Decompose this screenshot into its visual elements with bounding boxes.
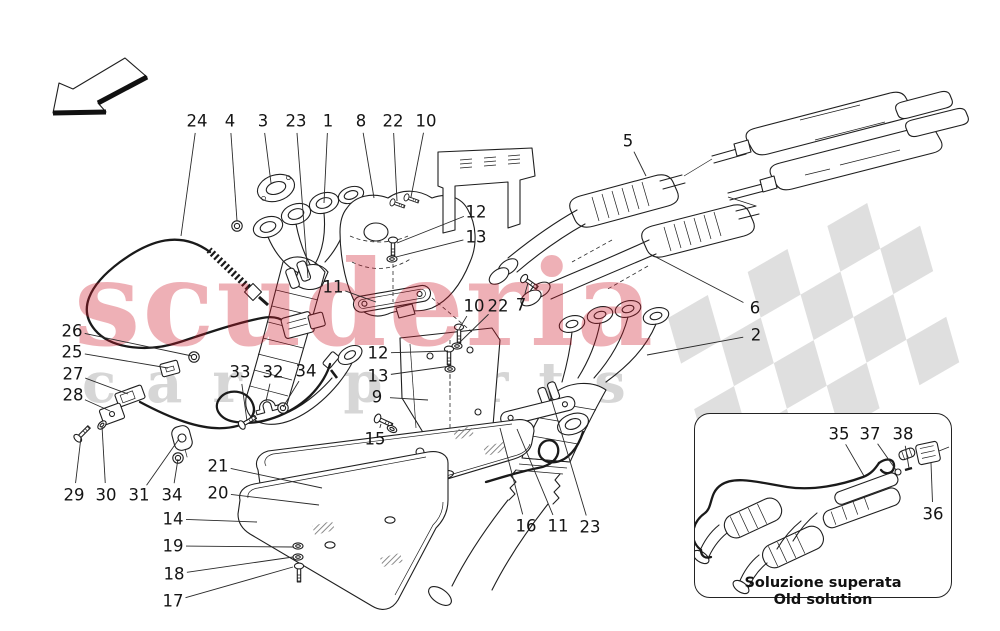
flag-cell <box>827 203 881 272</box>
leader-line-29 <box>75 436 82 484</box>
leader-line-8 <box>362 132 375 199</box>
part-label-18: 18 <box>163 564 185 584</box>
leader-line-17 <box>185 566 294 599</box>
leader-line-18 <box>186 556 294 573</box>
leader-line-31 <box>146 438 180 486</box>
leader-line-24 <box>180 132 196 237</box>
leader-line-11 <box>516 428 554 516</box>
part-label-2: 2 <box>750 325 762 345</box>
leader-line-6 <box>649 253 744 303</box>
part-label-12: 12 <box>465 202 487 222</box>
leader-line-20 <box>230 493 320 506</box>
leader-line-34 <box>173 458 179 484</box>
leader-line-10 <box>410 132 424 198</box>
part-label-17: 17 <box>162 591 184 611</box>
mount-31-drawing <box>71 418 193 464</box>
leader-line-16 <box>499 427 524 515</box>
leader-line-19 <box>185 545 294 548</box>
part-label-23: 23 <box>285 111 307 131</box>
part-label-19: 19 <box>162 536 184 556</box>
support-bracket-drawing <box>437 147 536 234</box>
leader-line-30 <box>101 425 106 484</box>
flag-cell <box>773 340 827 409</box>
leader-line-1 <box>323 132 328 204</box>
leader-line-21 <box>230 468 323 489</box>
leader-line-14 <box>185 518 258 523</box>
inset-caption-italian: Soluzione superata <box>744 575 902 591</box>
heat-shield-16-drawing <box>255 419 535 525</box>
part-label-8: 8 <box>355 111 367 131</box>
part-label-31: 31 <box>128 485 150 505</box>
part-label-5: 5 <box>622 131 634 151</box>
part-label-16: 16 <box>515 516 537 536</box>
part-label-10: 10 <box>415 111 437 131</box>
flag-cell <box>747 249 801 318</box>
under-tray-14-drawing <box>237 451 449 610</box>
leader-line-3 <box>264 132 272 184</box>
part-label-11: 11 <box>547 516 569 536</box>
part-label-29: 29 <box>63 485 85 505</box>
rear-silencer-drawing <box>683 90 969 207</box>
part-label-28: 28 <box>62 385 84 405</box>
part-label-6: 6 <box>749 298 761 318</box>
flag-cell <box>800 271 854 341</box>
part-label-3: 3 <box>257 111 269 131</box>
inset-caption-english: Old solution <box>773 592 873 608</box>
direction-arrow-icon <box>52 57 149 116</box>
part-label-21: 21 <box>207 456 229 476</box>
flag-cell <box>880 225 934 295</box>
flag-cell <box>668 295 721 364</box>
old-solution-inset: Soluzione superata Old solution <box>694 413 952 608</box>
leader-line-2 <box>646 336 744 356</box>
part-label-22: 22 <box>382 111 404 131</box>
leader-line-4 <box>230 132 238 222</box>
part-label-20: 20 <box>207 483 229 503</box>
flag-cell <box>720 317 774 387</box>
part-label-23: 23 <box>579 517 601 537</box>
part-label-30: 30 <box>95 485 117 505</box>
part-label-15: 15 <box>364 429 386 449</box>
part-label-24: 24 <box>186 111 208 131</box>
part-label-4: 4 <box>224 111 236 131</box>
part-label-1: 1 <box>322 111 334 131</box>
old-solution-drawing <box>695 440 950 595</box>
flag-cell <box>853 294 907 363</box>
leader-line-22 <box>393 132 398 202</box>
leader-line-5 <box>633 151 647 177</box>
flag-cell <box>906 316 960 386</box>
part-label-34: 34 <box>161 485 183 505</box>
part-label-14: 14 <box>162 509 184 529</box>
bridge-bracket-drawing <box>275 443 387 543</box>
leader-line-15 <box>379 423 382 428</box>
watermark-brand: scuderia <box>74 234 656 373</box>
